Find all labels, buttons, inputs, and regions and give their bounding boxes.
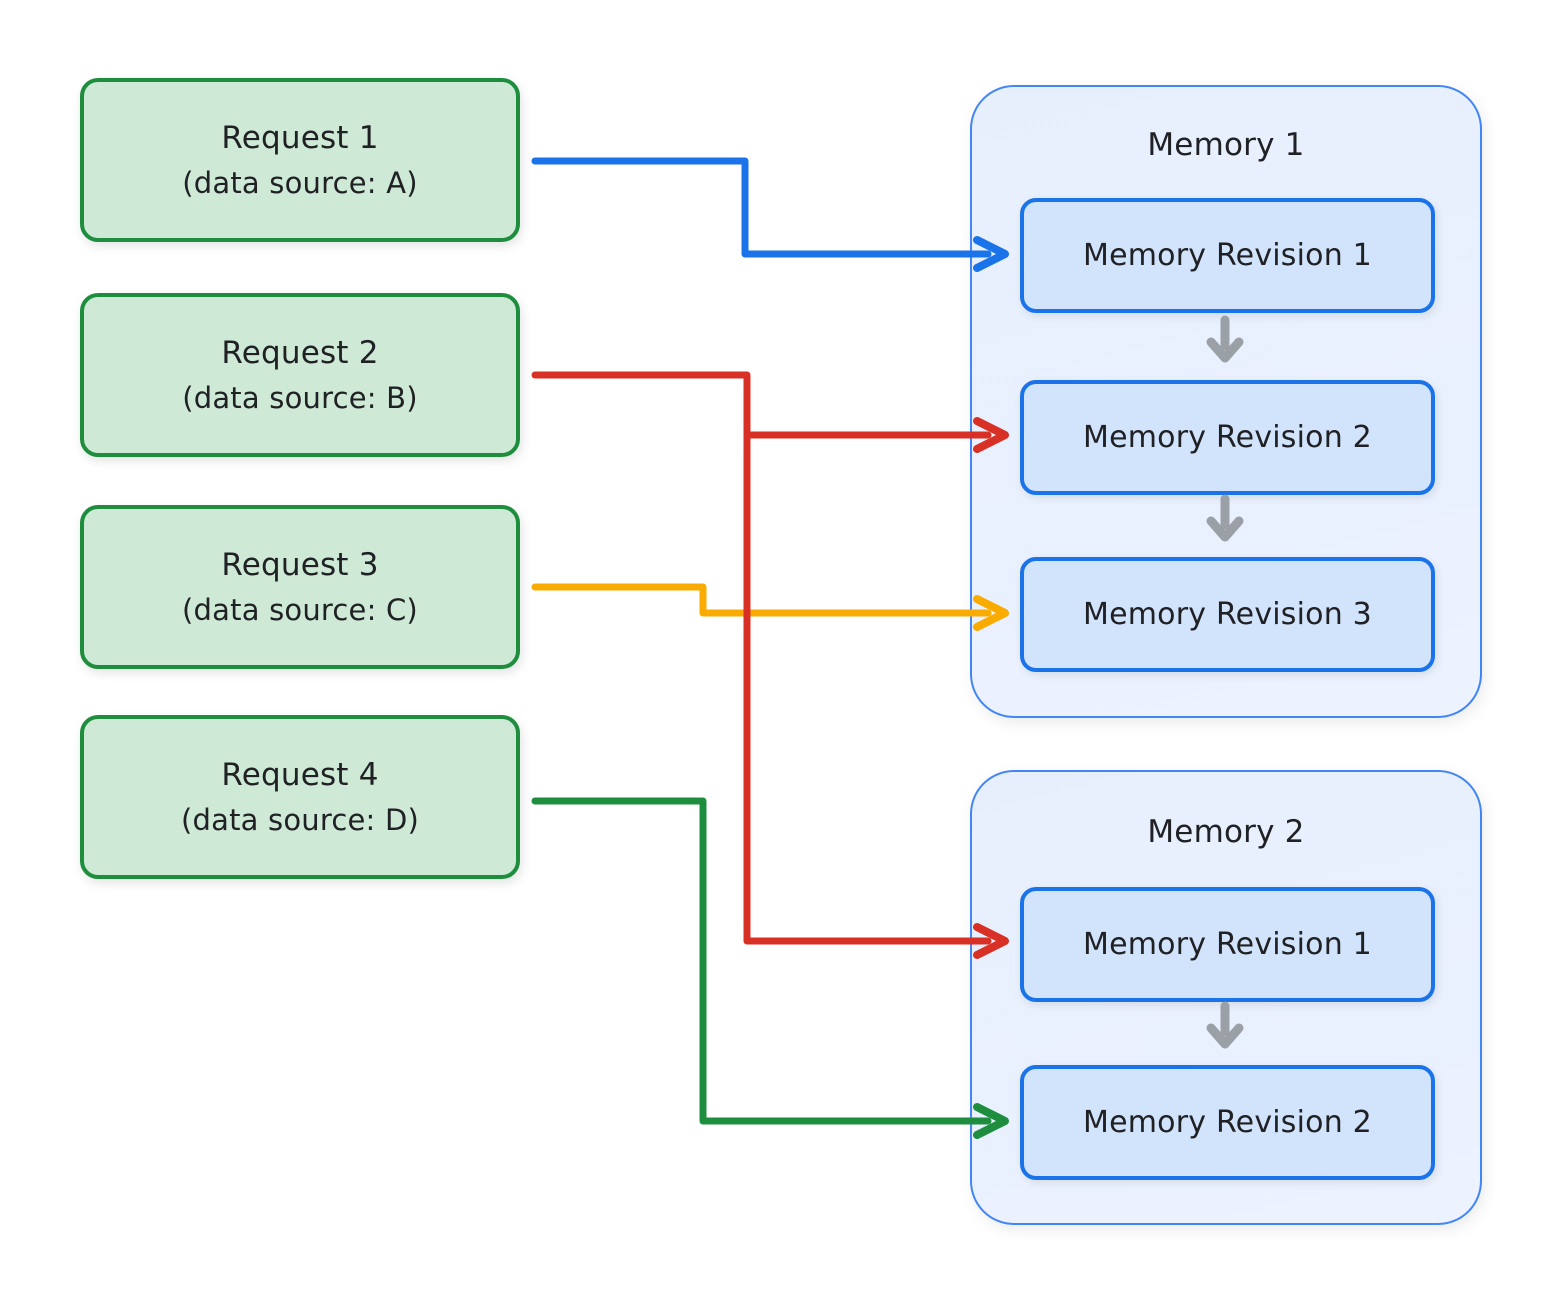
request-1-sublabel: (data source: A)	[182, 166, 418, 200]
edge-request3-to-memory1-rev3	[531, 583, 1009, 631]
request-2-label: Request 2	[221, 335, 379, 371]
memory-1-title: Memory 1	[1147, 127, 1305, 163]
edge-request2-to-memory1-rev2-and-memory2-rev1	[531, 371, 1009, 959]
memory-2-container: Memory 2 Memory Revision 1 Memory Revisi…	[970, 770, 1482, 1225]
request-3-box: Request 3 (data source: C)	[80, 505, 520, 669]
memory-2-revision-1: Memory Revision 1	[1020, 887, 1435, 1002]
request-1-label: Request 1	[221, 120, 379, 156]
edge-request1-to-memory1-rev1	[531, 157, 1009, 272]
request-2-box: Request 2 (data source: B)	[80, 293, 520, 457]
edge-request4-to-memory2-rev2	[531, 797, 1009, 1139]
request-4-box: Request 4 (data source: D)	[80, 715, 520, 879]
request-4-label: Request 4	[221, 757, 379, 793]
memory-1-revision-3: Memory Revision 3	[1020, 557, 1435, 672]
request-2-sublabel: (data source: B)	[182, 381, 418, 415]
memory-1-container: Memory 1 Memory Revision 1 Memory Revisi…	[970, 85, 1482, 718]
request-3-sublabel: (data source: C)	[182, 593, 418, 627]
request-3-label: Request 3	[221, 547, 379, 583]
memory-2-title: Memory 2	[1147, 814, 1305, 850]
memory-1-revision-2: Memory Revision 2	[1020, 380, 1435, 495]
request-1-box: Request 1 (data source: A)	[80, 78, 520, 242]
memory-2-revision-2: Memory Revision 2	[1020, 1065, 1435, 1180]
request-4-sublabel: (data source: D)	[181, 803, 419, 837]
memory-1-revision-1: Memory Revision 1	[1020, 198, 1435, 313]
